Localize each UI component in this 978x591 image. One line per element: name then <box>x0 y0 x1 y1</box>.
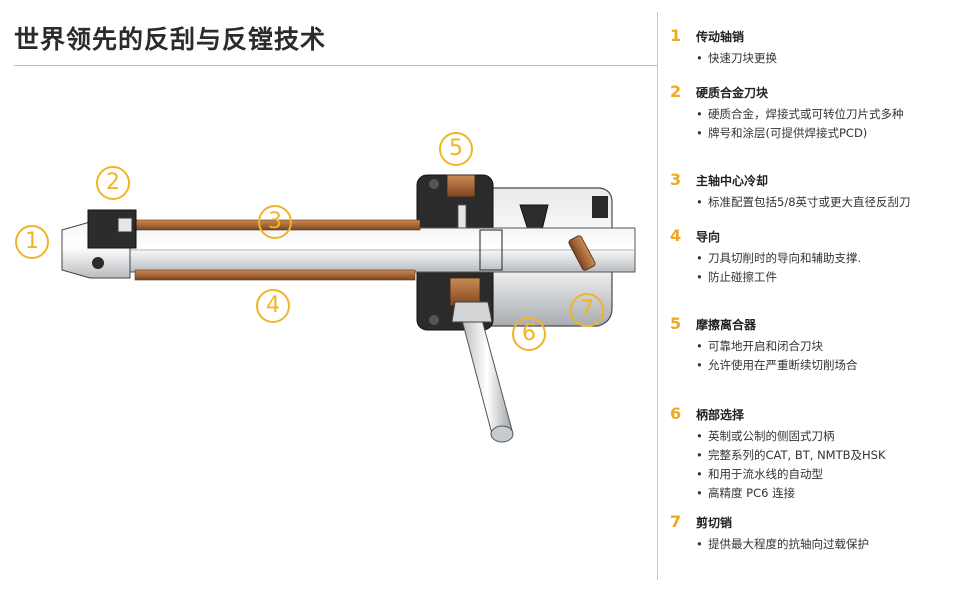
feature-item: 3 主轴中心冷却 标准配置包括5/8英寸或更大直径反刮刀 <box>670 170 970 212</box>
feature-title: 主轴中心冷却 <box>696 174 769 188</box>
callout-5: 5 <box>439 132 473 166</box>
feature-number: 6 <box>670 404 682 423</box>
feature-bullet-continued: 牌号和涂层(可提供焊接式PCD) <box>696 124 970 143</box>
feature-title: 摩擦离合器 <box>696 318 757 332</box>
feature-bullet: 英制或公制的侧固式刀柄 <box>696 427 970 446</box>
feature-bullet: 硬质合金，焊接式或可转位刀片式多种 <box>696 105 970 124</box>
feature-number: 7 <box>670 512 682 531</box>
callout-7: 7 <box>570 293 604 327</box>
feature-number: 1 <box>670 26 682 45</box>
title-divider <box>14 65 657 66</box>
shear-pin <box>568 235 596 271</box>
tool-illustration <box>61 174 636 443</box>
feature-item: 2 硬质合金刀块 硬质合金，焊接式或可转位刀片式多种 牌号和涂层(可提供焊接式PC… <box>670 82 970 143</box>
callout-1: 1 <box>15 225 49 259</box>
feature-bullet: 标准配置包括5/8英寸或更大直径反刮刀 <box>696 193 970 212</box>
feature-item: 4 导向 刀具切削时的导向和辅助支撑. 防止碰擦工件 <box>670 226 970 287</box>
feature-item: 1 传动轴销 快速刀块更换 <box>670 26 970 68</box>
callout-2: 2 <box>96 166 130 200</box>
feature-bullet: 快速刀块更换 <box>696 49 970 68</box>
feature-title: 剪切销 <box>696 516 733 530</box>
feature-bullet: 允许使用在严重断续切削场合 <box>696 356 970 375</box>
feature-title: 传动轴销 <box>696 30 745 44</box>
callout-4: 4 <box>256 289 290 323</box>
feature-title: 柄部选择 <box>696 408 745 422</box>
column-divider <box>657 12 658 580</box>
feature-bullet: 高精度 PC6 连接 <box>696 484 970 503</box>
callout-3: 3 <box>258 205 292 239</box>
tool-nose <box>61 209 137 279</box>
feature-item: 5 摩擦离合器 可靠地开启和闭合刀块 允许使用在严重断续切削场合 <box>670 314 970 375</box>
operating-handle <box>451 301 514 443</box>
feature-number: 4 <box>670 226 682 245</box>
feature-bullet: 可靠地开启和闭合刀块 <box>696 337 970 356</box>
feature-bullet: 提供最大程度的抗轴向过载保护 <box>696 535 970 554</box>
feature-bullet: 防止碰擦工件 <box>696 268 970 287</box>
feature-title: 硬质合金刀块 <box>696 86 769 100</box>
feature-number: 3 <box>670 170 682 189</box>
feature-bullet: 和用于流水线的自动型 <box>696 465 970 484</box>
tool-shank <box>124 219 636 281</box>
feature-bullet: 刀具切削时的导向和辅助支撑. <box>696 249 970 268</box>
page-title: 世界领先的反刮与反镗技术 <box>14 25 327 54</box>
feature-item: 7 剪切销 提供最大程度的抗轴向过载保护 <box>670 512 970 554</box>
feature-title: 导向 <box>696 230 721 244</box>
feature-number: 5 <box>670 314 682 333</box>
callout-6: 6 <box>512 317 546 351</box>
feature-number: 2 <box>670 82 682 101</box>
feature-item: 6 柄部选择 英制或公制的侧固式刀柄 完整系列的CAT, BT, NMTB及HSK… <box>670 404 970 503</box>
feature-bullet: 完整系列的CAT, BT, NMTB及HSK <box>696 446 970 465</box>
